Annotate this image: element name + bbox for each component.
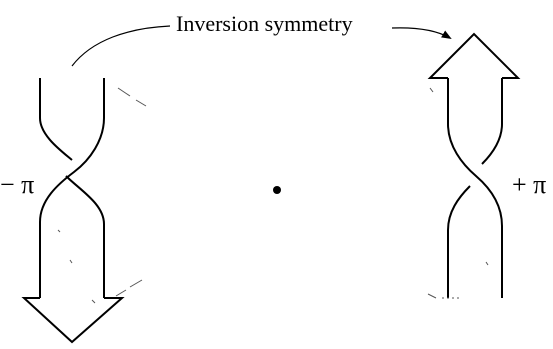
- left-speckles: [57, 87, 147, 304]
- left-twisted-ribbon: [21, 78, 125, 344]
- title-label: Inversion symmetry: [176, 11, 353, 36]
- symmetry-arc-left: [71, 25, 171, 67]
- right-speckles: [427, 87, 489, 299]
- inversion-center-dot: [273, 186, 281, 194]
- plus-pi-label: + π: [512, 170, 546, 199]
- symmetry-arrow-right: [391, 27, 452, 40]
- right-twisted-ribbon: [427, 32, 521, 298]
- minus-pi-label: − π: [0, 170, 34, 199]
